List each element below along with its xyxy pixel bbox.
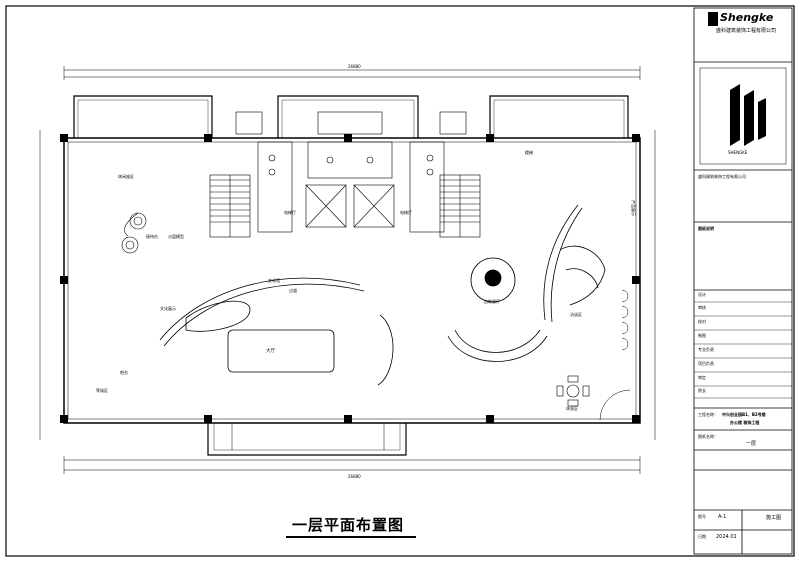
label-culture-wall: 文化墙 — [268, 277, 280, 283]
label-passage: 过道 — [289, 287, 297, 293]
core-area — [209, 111, 481, 238]
hall-island — [227, 329, 335, 373]
label-culture-display: 文化展示 — [160, 305, 176, 311]
curved-walls — [159, 204, 606, 386]
drawing-title: 一层平面布置图 — [292, 516, 405, 534]
company-name-2: 盛科建筑装饰工程有限公司 — [698, 174, 746, 179]
label-elevator-hall-1: 电梯厅 — [284, 209, 296, 215]
note-header: 图纸说明 — [698, 226, 714, 231]
label-stair: 楼梯 — [525, 149, 533, 155]
dim-top: 26880 — [348, 64, 361, 69]
company-name-en: SHENGKE — [728, 150, 748, 155]
row-review: 审核 — [698, 305, 706, 310]
label-model: 沙盘模型 — [168, 233, 184, 239]
dimension-lines — [39, 66, 656, 474]
label-lounge: 吧台 — [120, 369, 128, 375]
label-hall: 大厅 — [266, 347, 275, 354]
row-check: 校对 — [698, 319, 706, 324]
floor-pattern-left — [121, 212, 147, 254]
label-elevator-hall-2: 电梯厅 — [400, 209, 412, 215]
lounge-table-set — [556, 375, 590, 407]
drawing-name-label: 图纸名称： — [698, 434, 718, 439]
title-underline — [286, 536, 416, 538]
row-specialty: 专业负责 — [698, 347, 714, 352]
label-reception-desk: 接待台 — [146, 233, 158, 239]
row-director: 院长 — [698, 388, 706, 393]
label-right-bottom: 休息区 — [566, 405, 578, 411]
columns — [60, 134, 640, 423]
label-seats: 洽谈区 — [570, 311, 582, 317]
date-label: 日期 — [698, 534, 706, 539]
label-waiting: 等候区 — [96, 387, 108, 393]
logo-text: Shengke — [720, 11, 774, 24]
company-logo-icon — [708, 12, 766, 146]
right-decor-panels — [599, 289, 631, 421]
label-display-right: 产品展示 — [631, 200, 637, 216]
label-dining-hall: 自助餐厅 — [484, 298, 500, 304]
row-design: 设计 — [698, 292, 706, 297]
sheet-no: A-1 — [718, 514, 727, 520]
project-label: 工程名称： — [698, 412, 718, 417]
title-block-frame — [693, 7, 793, 555]
project-name: 中兴创业园B1、B2号楼 — [722, 412, 766, 417]
dim-bottom: 26880 — [348, 474, 361, 479]
label-reception-left: 休闲座区 — [118, 173, 134, 179]
project-sub: 办公楼 装饰工程 — [730, 420, 760, 425]
sheet-label: 图号 — [698, 514, 706, 519]
sheet-border — [5, 5, 795, 557]
company-name: 盛科建筑装饰工程有限公司 — [716, 28, 777, 34]
row-draw: 制图 — [698, 333, 706, 338]
date: 2024.01 — [716, 534, 737, 540]
title-block-rows — [694, 301, 792, 399]
logo-frame — [699, 67, 787, 165]
row-approve: 审定 — [698, 375, 706, 380]
stage: 施工图 — [766, 515, 782, 521]
drawing-name: 一层 — [746, 441, 757, 447]
row-project-lead: 项目负责 — [698, 361, 714, 366]
